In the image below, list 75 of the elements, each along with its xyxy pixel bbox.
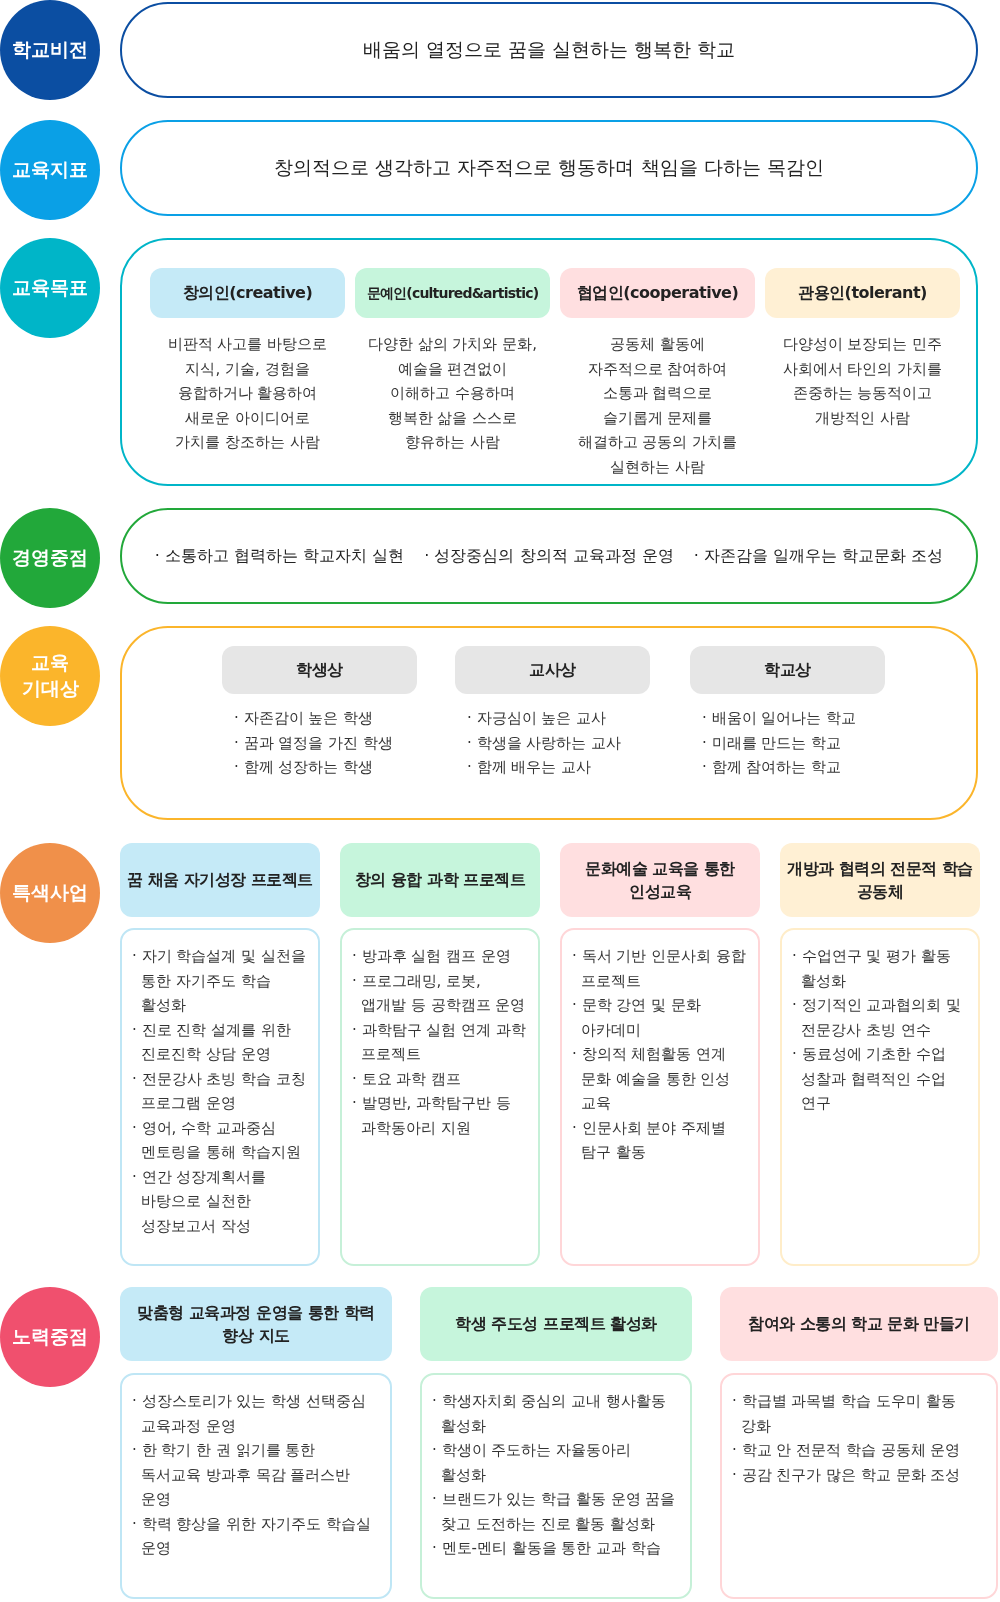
list-item: · 미래를 만드는 학교 (702, 732, 843, 754)
statement-panel: 창의적으로 생각하고 자주적으로 행동하며 책임을 다하는 목감인 (120, 120, 978, 216)
category-badge: 경영중점 (0, 508, 100, 608)
list-item: · 정기적인 교과협의회 및 전문강사 초빙 연수 (792, 995, 963, 1041)
description-text: 비판적 사고를 바탕으로 지식, 기술, 경험을 융합하거나 활용하여 새로운 아이디어로 가치를 창조하는 사람 (166, 334, 329, 453)
list-card (120, 1373, 392, 1599)
list-item: · 진로 진학 설계를 위한 진로진학 상담 운영 (132, 1019, 292, 1065)
list-item: · 공감 친구가 많은 학교 문화 조성 (732, 1464, 962, 1486)
group-panel (120, 626, 978, 820)
list-item: · 독서 기반 인문사회 융합 프로젝트 (572, 946, 747, 992)
list-item: · 과학탐구 실험 연계 과학 프로젝트 (352, 1019, 527, 1065)
group-panel (120, 238, 978, 486)
heading-pill: 교사상 (455, 646, 650, 694)
category-badge: 교육지표 (0, 120, 100, 220)
list-item: · 영어, 수학 교과중심 멘토링을 통해 학습지원 (132, 1117, 302, 1163)
description-text: 다양한 삶의 가치와 문화, 예술을 편견없이 이해하고 수용하며 행복한 삶을 스스로 향유하는 사람 (366, 334, 539, 453)
list-card (340, 928, 540, 1266)
heading-pill: 학생 주도성 프로젝트 활성화 (420, 1287, 692, 1361)
category-badge: 특색사업 (0, 843, 100, 943)
list-item: · 학급별 과목별 학습 도우미 활동 강화 (732, 1391, 957, 1437)
heading-pill: 학교상 (690, 646, 885, 694)
list-card (120, 928, 320, 1266)
list-item: · 자기 학습설계 및 실천을 통한 자기주도 학습 활성화 (132, 946, 307, 1016)
list-item: · 배움이 일어나는 학교 (702, 708, 858, 729)
description-text: 다양성이 보장되는 민주 사회에서 타인의 가치를 존중하는 능동적이고 개방적인 사람 (781, 334, 944, 429)
list-item: · 함께 성장하는 학생 (234, 757, 375, 778)
list-item: · 학교 안 전문적 학습 공동체 운영 (732, 1440, 962, 1461)
list-item: · 프로그래밍, 로봇, 앱개발 등 공학캠프 운영 (352, 970, 527, 1016)
list-card (780, 928, 980, 1266)
list-item: · 방과후 실험 캠프 운영 (352, 946, 512, 967)
list-item: · 학생이 주도하는 자율동아리 활성화 (432, 1440, 633, 1486)
list-card (560, 928, 760, 1266)
list-item: · 함께 배우는 교사 (467, 757, 593, 778)
list-item: · 발명반, 과학탐구반 등 과학동아리 지원 (352, 1093, 512, 1139)
list-item: · 학생자치회 중심의 교내 행사활동 활성화 (432, 1391, 667, 1437)
list-item: · 학력 향상을 위한 자기주도 학습실 운영 (132, 1513, 372, 1559)
list-item: · 소통하고 협력하는 학교자치 실현 (154, 545, 405, 567)
heading-pill: 문예인(cultured&artistic) (355, 268, 550, 318)
description-text: 공동체 활동에 자주적으로 참여하여 소통과 협력으로 슬기롭게 문제를 해결하고 공동의 가치를 실현하는 사람 (576, 334, 739, 478)
list-item: · 자존감이 높은 학생 (234, 708, 375, 729)
category-badge: 노력중점 (0, 1287, 100, 1387)
list-card (420, 1373, 692, 1599)
category-badge: 교육 기대상 (0, 626, 100, 726)
list-card (720, 1373, 998, 1599)
list-item: · 함께 참여하는 학교 (702, 757, 843, 778)
heading-pill: 협업인(cooperative) (560, 268, 755, 318)
list-item: · 수업연구 및 평가 활동 활성화 (792, 946, 952, 992)
list-item: · 연간 성장계획서를 바탕으로 실천한 성장보고서 작성 (132, 1166, 268, 1237)
heading-pill: 창의 융합 과학 프로젝트 (340, 843, 540, 917)
list-item: · 꿈과 열정을 가진 학생 (234, 732, 394, 754)
heading-pill: 맞춤형 교육과정 운영을 통한 학력 향상 지도 (120, 1287, 392, 1361)
category-badge: 학교비전 (0, 0, 100, 100)
category-badge: 교육목표 (0, 238, 100, 338)
list-item: · 토요 과학 캠프 (352, 1068, 463, 1090)
list-item: · 문학 강연 및 문화 아카데미 (572, 995, 702, 1041)
heading-pill: 창의인(creative) (150, 268, 345, 318)
list-item: · 학생을 사랑하는 교사 (467, 732, 623, 754)
list-item: · 자긍심이 높은 교사 (467, 708, 608, 729)
list-item: · 브랜드가 있는 학급 활동 운영 꿈을 찾고 도전하는 진로 활동 활성화 (432, 1489, 677, 1535)
heading-pill: 학생상 (222, 646, 417, 694)
list-item: · 성장스토리가 있는 학생 선택중심 교육과정 운영 (132, 1391, 367, 1437)
heading-pill: 꿈 채움 자기성장 프로젝트 (120, 843, 320, 917)
list-item: · 동료성에 기초한 수업 성찰과 협력적인 수업 연구 (792, 1044, 948, 1114)
heading-pill: 참여와 소통의 학교 문화 만들기 (720, 1287, 998, 1361)
heading-pill: 개방과 협력의 전문적 학습 공동체 (780, 843, 980, 917)
statement-panel: 배움의 열정으로 꿈을 실현하는 행복한 학교 (120, 2, 978, 98)
heading-pill: 관용인(tolerant) (765, 268, 960, 318)
heading-pill: 문화예술 교육을 통한 인성교육 (560, 843, 760, 917)
list-item: · 창의적 체험활동 연계 문화 예술을 통한 인성 교육 (572, 1044, 732, 1114)
list-item: · 전문강사 초빙 학습 코칭 프로그램 운영 (132, 1068, 307, 1114)
list-item: · 한 학기 한 권 읽기를 통한 독서교육 방과후 목감 플러스반 운영 (132, 1440, 352, 1510)
list-item: · 멘토-멘티 활동을 통한 교과 학습 (432, 1538, 663, 1559)
list-item: · 성장중심의 창의적 교육과정 운영 (424, 545, 674, 567)
list-item: · 인문사회 분야 주제별 탐구 활동 (572, 1117, 728, 1163)
list-item: · 자존감을 일깨우는 학교문화 조성 (693, 545, 944, 567)
